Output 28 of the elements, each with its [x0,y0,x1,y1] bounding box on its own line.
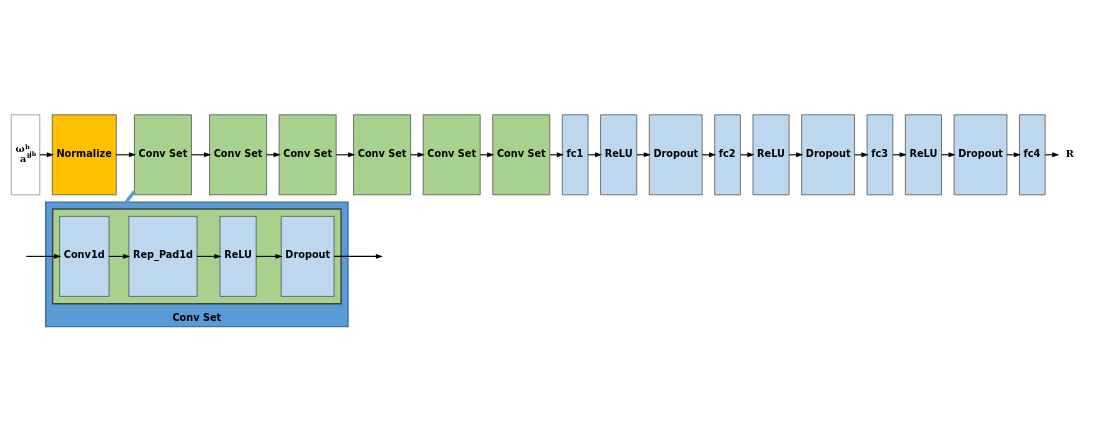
node-text: R [1065,147,1074,159]
node-box: ReLU [752,114,790,196]
arrow [333,253,383,259]
node-box: fc3 [866,114,894,196]
arrow [335,152,356,158]
node-box: Conv Set [353,114,411,196]
node-box: Dropout [801,114,855,196]
node-box: ReLU [219,216,257,297]
node-box: Rep_Pad1d [128,216,198,297]
node-box: fc2 [714,114,741,196]
node-box: Dropout [648,114,703,196]
node-box: Conv Set [134,114,192,196]
node-box: Conv Set [209,114,267,196]
arrow [115,152,136,158]
arrow [25,253,62,259]
node-box: ReLU [600,114,638,196]
node-box: Conv1d [59,216,110,297]
connector [124,190,136,204]
node-box: Conv Set [278,114,337,196]
node-box: ReLU [905,114,942,196]
node-box: Conv Set [422,114,481,196]
node-box: Dropout [280,216,335,297]
arrow [255,253,283,259]
node-box: Dropout [953,114,1008,196]
node-box: Conv Set [492,114,551,196]
node-box: fc1 [561,114,589,196]
node-box: Normalize [51,114,117,196]
node-box: fc4 [1019,114,1046,196]
